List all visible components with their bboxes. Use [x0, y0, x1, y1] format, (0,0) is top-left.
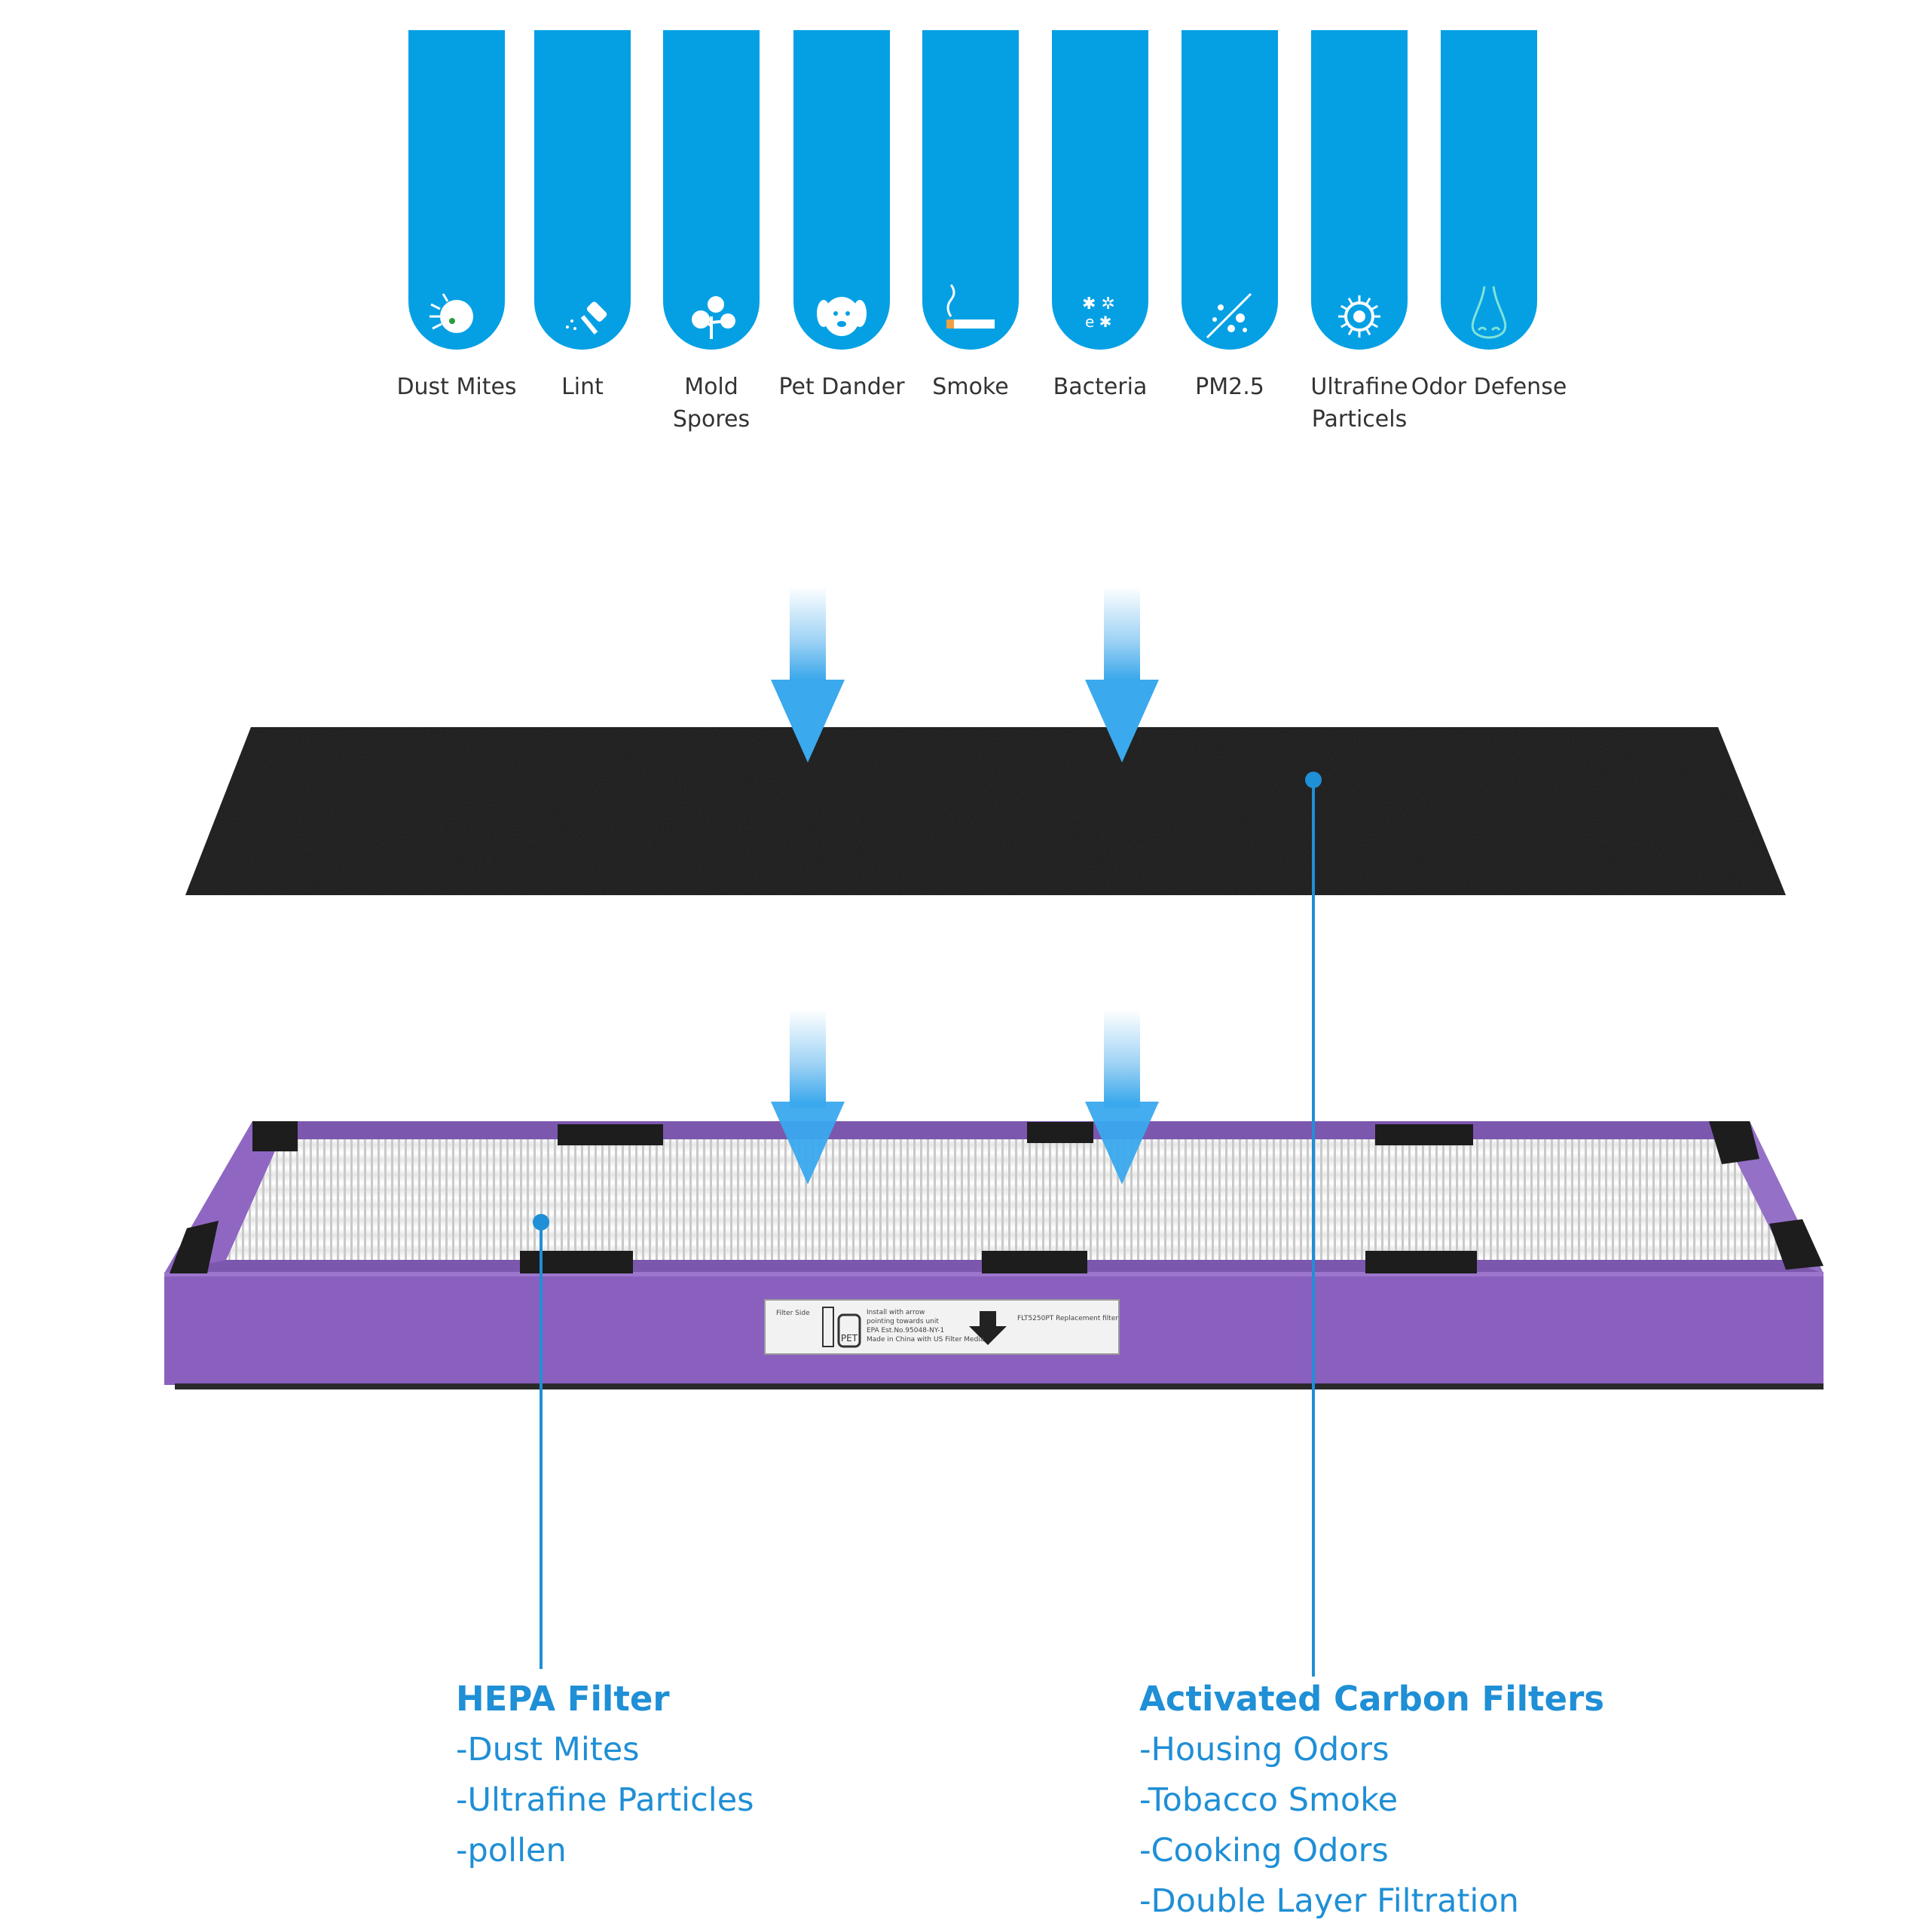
svg-text:✱ ✲: ✱ ✲	[1082, 295, 1115, 313]
particles-icon	[1206, 292, 1252, 339]
pollutant-label: Bacteria	[1017, 371, 1183, 403]
hepa-leader-dot	[533, 1214, 549, 1230]
pollutant-tabs: ✱ ✲ e ✱	[408, 30, 1537, 350]
product-label-sticker	[764, 1299, 1120, 1355]
dust-mite-icon	[430, 293, 473, 333]
pollutant-label: Lint	[500, 371, 665, 403]
pet-recycle-icon	[837, 1313, 861, 1348]
pollutant-label-line: Lint	[561, 374, 604, 400]
nose-icon	[1471, 286, 1507, 339]
pollutant-label-line: Dust Mites	[396, 374, 517, 400]
hepa-item: -Ultrafine Particles	[456, 1781, 754, 1819]
pollutant-label: Smoke	[888, 371, 1053, 403]
label-line-6: Filter Side	[776, 1310, 810, 1317]
label-line-4: EPA Est.No.95048-NY-1	[867, 1327, 944, 1334]
pollutant-label: Dust Mites	[374, 371, 540, 403]
dog-face-icon	[817, 297, 867, 336]
pollutant-tab	[534, 30, 631, 350]
pollutant-tab	[793, 30, 890, 350]
cigarette-icon	[946, 284, 995, 329]
pollutant-label: Pet Dander	[759, 371, 925, 403]
label-line-1: FLT5250PT Replacement filter	[1017, 1315, 1118, 1322]
lint-roller-icon	[566, 301, 607, 335]
carbon-item: -Cooking Odors	[1139, 1832, 1389, 1869]
label-line-2: Install with arrow	[867, 1309, 925, 1316]
pollutant-tab	[663, 30, 760, 350]
pollutant-tab	[1441, 30, 1537, 350]
pollutant-tab	[1182, 30, 1278, 350]
hepa-item: -Dust Mites	[456, 1731, 640, 1768]
carbon-item: -Double Layer Filtration	[1139, 1882, 1519, 1920]
pollutant-tab	[1311, 30, 1408, 350]
mold-spores-icon	[692, 296, 735, 339]
pollutant-label-line: Odor Defense	[1411, 374, 1567, 400]
pet-mark: PET	[841, 1333, 858, 1344]
airflow-arrow-lower-right	[1085, 1010, 1159, 1185]
pollutant-label-line: Smoke	[932, 374, 1009, 400]
carbon-item: -Tobacco Smoke	[1139, 1781, 1399, 1819]
bacteria-icon: ✱ ✲ e ✱	[1082, 295, 1115, 331]
airflow-arrow-icon	[969, 1311, 1007, 1345]
carbon-leader-dot	[1305, 772, 1322, 788]
airflow-arrow-upper-right	[1085, 586, 1159, 763]
hepa-item: -pollen	[456, 1832, 567, 1869]
pollutant-label-line: PM2.5	[1195, 374, 1264, 400]
airflow-arrows	[771, 586, 1159, 1185]
pollutant-label-line: Spores	[672, 406, 751, 433]
pollutant-label-line: Bacteria	[1053, 374, 1148, 400]
label-line-5: Made in China with US Filter Media	[867, 1336, 984, 1344]
hepa-callout-title: HEPA Filter	[456, 1679, 670, 1719]
pollutant-label-line: Pet Dander	[778, 374, 905, 400]
pollutant-tab	[922, 30, 1019, 350]
pollutant-tab: ✱ ✲ e ✱	[1052, 30, 1148, 350]
airflow-arrow-lower-left	[771, 1010, 845, 1185]
virus-icon	[1338, 295, 1380, 338]
airflow-arrow-upper-left	[771, 586, 845, 763]
svg-text:e ✱: e ✱	[1085, 313, 1111, 331]
pollutant-label: PM2.5	[1147, 371, 1313, 403]
callout-leaders	[533, 772, 1322, 1677]
activated-carbon-sheet	[185, 727, 1786, 895]
label-line-3: pointing towards unit	[867, 1318, 939, 1325]
hepa-filter-cartridge: PET FLT5250PT Replacement filter Install…	[164, 1121, 1824, 1389]
carbon-item: -Housing Odors	[1139, 1731, 1389, 1768]
pollutant-label: Odor Defense	[1406, 371, 1572, 403]
pollutant-label-line: Particels	[1311, 406, 1408, 433]
pollutant-label-line: Ultrafine	[1310, 374, 1408, 400]
carbon-callout-title: Activated Carbon Filters	[1139, 1679, 1605, 1719]
pollutant-label-line: Mold	[684, 374, 738, 400]
pollutant-tab	[408, 30, 505, 350]
